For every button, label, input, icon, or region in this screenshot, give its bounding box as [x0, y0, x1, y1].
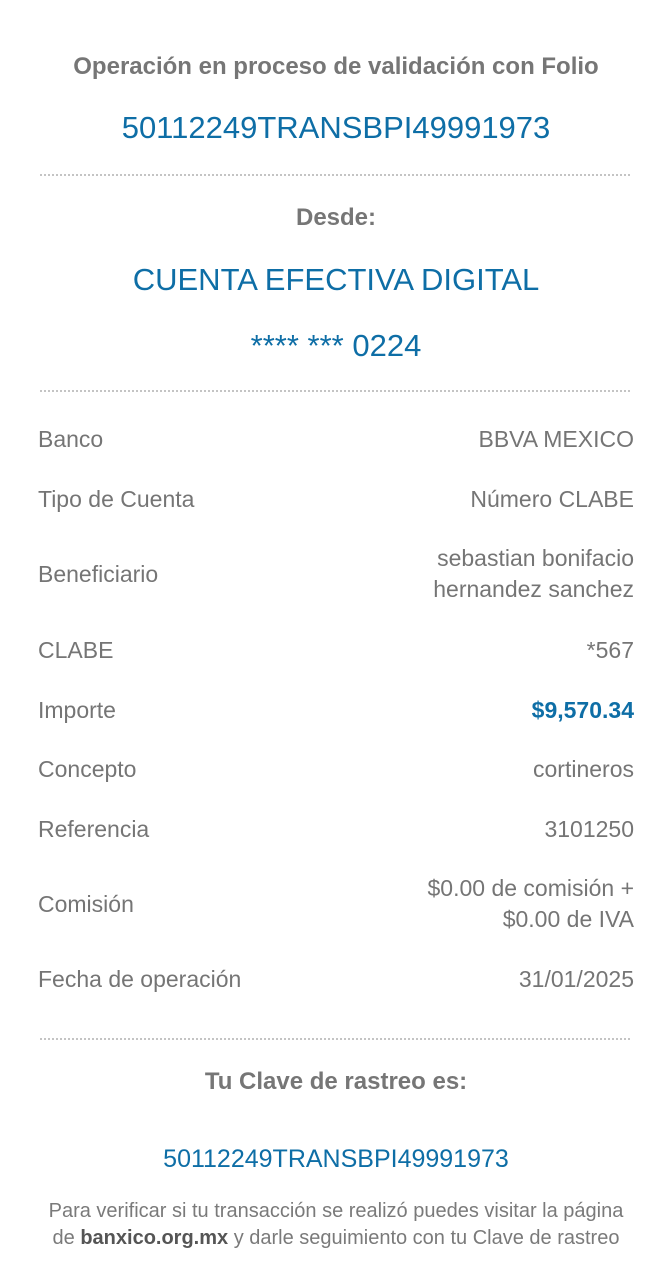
- detail-value: $0.00 de comisión +$0.00 de IVA: [427, 875, 635, 932]
- detail-label: Referencia: [38, 816, 150, 842]
- detail-row-clabe: CLABE *567: [38, 635, 634, 666]
- detail-value: 3101250: [544, 816, 634, 842]
- detail-row-referencia: Referencia 3101250: [38, 814, 634, 845]
- detail-row-importe: Importe $9,570.34: [38, 695, 634, 726]
- detail-row-banco: Banco BBVA MEXICO: [38, 424, 634, 455]
- detail-value: *567: [586, 637, 634, 663]
- divider: [40, 174, 630, 176]
- detail-row-concepto: Concepto cortineros: [38, 754, 634, 785]
- detail-row-fecha: Fecha de operación 31/01/2025: [38, 964, 634, 995]
- source-account-name: CUENTA EFECTIVA DIGITAL: [132, 262, 540, 297]
- detail-row-tipo-cuenta: Tipo de Cuenta Número CLABE: [38, 484, 634, 515]
- detail-label: Tipo de Cuenta: [38, 486, 195, 512]
- operation-status-title: Operación en proceso de validación con F…: [73, 53, 599, 80]
- detail-label: CLABE: [38, 637, 114, 663]
- banxico-link[interactable]: banxico.org.mx: [80, 1227, 229, 1249]
- detail-row-comision: Comisión $0.00 de comisión +$0.00 de IVA: [38, 873, 634, 935]
- detail-label: Banco: [38, 426, 104, 452]
- detail-label: Comisión: [38, 890, 134, 917]
- verification-note: Para verificar si tu transacción se real…: [48, 1200, 624, 1249]
- folio-number: 50112249TRANSBPI49991973: [121, 110, 551, 145]
- tracking-label: Tu Clave de rastreo es:: [204, 1068, 468, 1095]
- detail-label: Fecha de operación: [38, 966, 242, 992]
- divider: [40, 1038, 630, 1040]
- detail-value: cortineros: [533, 756, 634, 782]
- source-account-number: **** *** 0224: [250, 328, 422, 363]
- detail-label: Importe: [38, 697, 116, 723]
- amount-value: $9,570.34: [531, 697, 634, 723]
- detail-value: 31/01/2025: [518, 966, 634, 992]
- detail-label: Concepto: [38, 756, 137, 782]
- detail-label: Beneficiario: [38, 560, 159, 587]
- divider: [40, 390, 630, 392]
- tracking-key: 50112249TRANSBPI49991973: [163, 1145, 509, 1173]
- detail-value: Número CLABE: [470, 486, 634, 512]
- source-label: Desde:: [295, 204, 377, 231]
- detail-value: BBVA MEXICO: [478, 426, 634, 452]
